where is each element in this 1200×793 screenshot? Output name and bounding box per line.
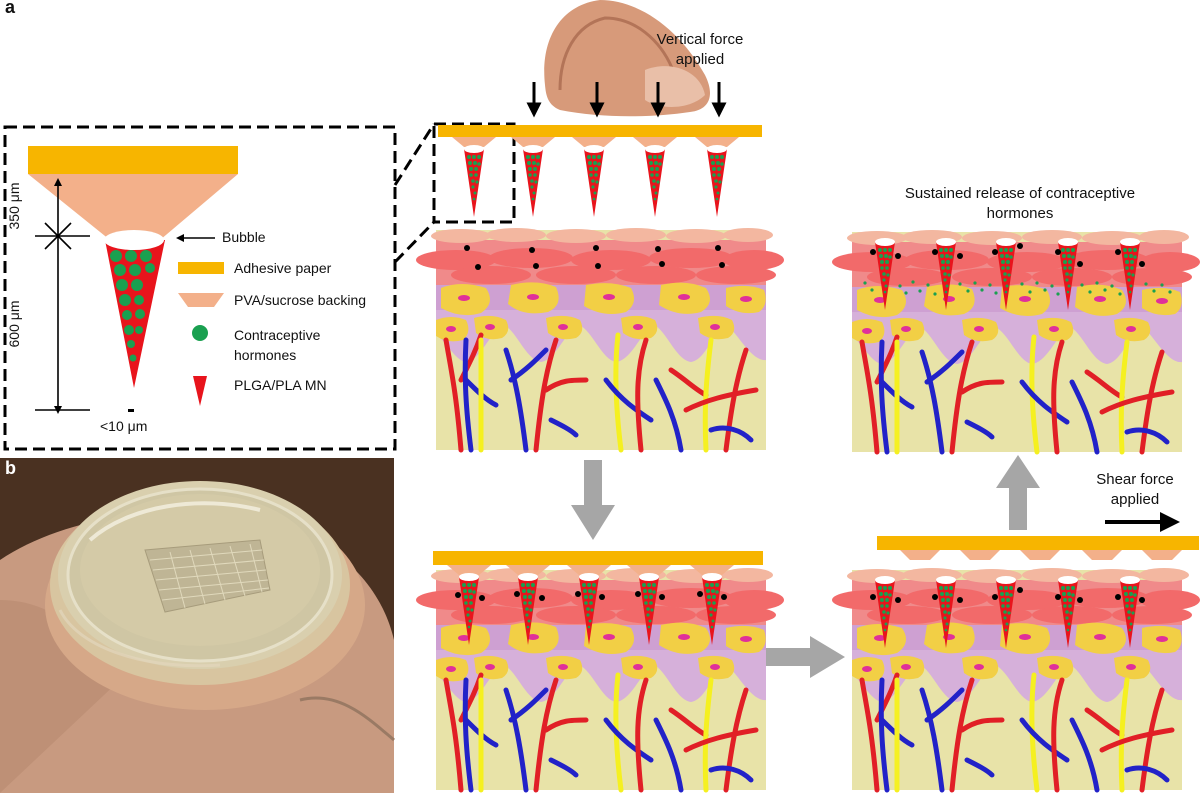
panel-letter-b: b [5,458,16,478]
inset-dimension-lines [35,178,215,414]
legend-hormones: Contraceptive hormones [234,327,321,363]
zoom-guide-bottom [393,220,436,264]
process-arrow-right [766,636,845,678]
skin-block-1 [416,228,784,450]
dimension-tip: <10 μm [100,418,148,434]
dimension-350: 350 μm [6,182,22,230]
zoom-guide-top [393,123,436,186]
patch-sheared [875,536,1199,648]
panel-letter-a: a [5,0,16,17]
zoom-box [432,122,516,224]
skin-block-1-dots [464,245,725,270]
sustained-release-label: Sustained release of contraceptive hormo… [904,185,1136,222]
inset-frame [3,125,397,451]
patch-inserted [433,551,763,645]
legend-backing: PVA/sucrose backing [234,292,367,308]
skin-block-4-dots [870,243,1145,267]
vertical-force-arrows [526,82,727,118]
patch-vertical [438,125,762,217]
patch-photo [0,458,395,793]
inset-legend-swatches [178,262,224,406]
process-arrow-down [571,460,615,540]
skin-block-3-dots [870,587,1145,603]
legend-needle: PLGA/PLA MN [234,377,327,393]
bubble-label: Bubble [222,229,266,245]
vertical-force-label: Vertical force applied [656,31,744,68]
skin-block-2-dots [455,591,727,601]
dimension-600: 600 μm [6,300,22,348]
inset-microneedle-diagram [28,146,238,412]
legend-adhesive: Adhesive paper [234,260,332,276]
released-hormones [863,280,1172,296]
shear-force-label: Shear force applied [1096,471,1174,508]
process-arrow-up [996,455,1040,530]
fingertip-drawing [544,0,710,117]
